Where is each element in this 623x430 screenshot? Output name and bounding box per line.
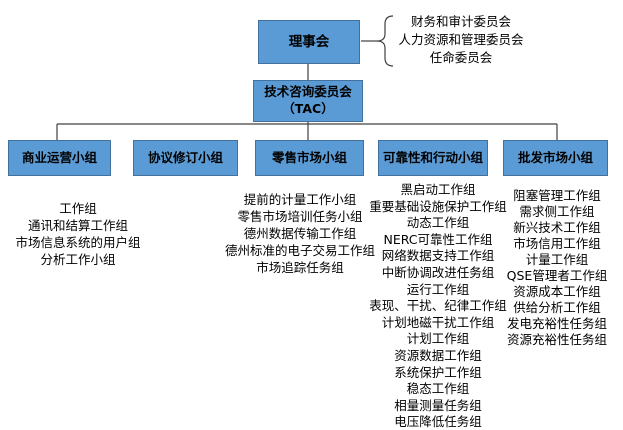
- work-group-item: 发电充裕性任务组: [506, 316, 607, 331]
- work-group-item: 德州标准的电子交易工作组: [224, 243, 375, 258]
- work-group-item: 工作组: [59, 201, 97, 216]
- work-group-item: 通讯和结算工作组: [27, 218, 128, 233]
- retail-market-workgroups: 提前的计量工作小组零售市场培训任务小组德州数据传输工作组德州标准的电子交易工作组…: [220, 191, 380, 276]
- work-group-item: 资源成本工作组: [513, 284, 601, 299]
- work-group-item: 计划工作组: [406, 331, 470, 347]
- work-group-item: 零售市场培训任务小组: [237, 209, 363, 224]
- work-group-item: 提前的计量工作小组: [243, 192, 357, 207]
- work-group-item: 计量工作组: [525, 252, 589, 267]
- work-group-item: 资源数据工作组: [394, 347, 482, 363]
- commercial-operations-workgroups: 工作组通讯和结算工作组市场信息系统的用户组分析工作小组: [0, 200, 156, 268]
- work-group-item: 供给分析工作组: [513, 300, 601, 315]
- work-group-item: NERC可靠性工作组: [383, 231, 493, 247]
- node-label: 协议修订小组: [147, 149, 223, 165]
- work-group-item: 需求侧工作组: [519, 204, 595, 219]
- node-tac-line2: （TAC）: [282, 101, 334, 116]
- work-group-item: 市场信息系统的用户组: [15, 235, 141, 250]
- work-group-item: 资源充裕性任务组: [506, 332, 607, 347]
- work-group-item: 德州数据传输工作组: [243, 226, 357, 241]
- node-label: 批发市场小组: [517, 149, 593, 165]
- work-group-item: 阻塞管理工作组: [513, 188, 601, 203]
- work-group-item: 中断协调改进任务组: [381, 264, 495, 280]
- work-group-item: 计划地磁干扰工作组: [381, 314, 495, 330]
- node-commercial-operations: 商业运营小组: [8, 140, 111, 176]
- board-committee-list: 财务和审计委员会人力资源和管理委员会任命委员会: [395, 13, 527, 67]
- work-group-item: QSE管理者工作组: [506, 268, 608, 283]
- node-tac-line1: 技术咨询委员会: [264, 84, 352, 100]
- work-group-item: 黑启动工作组: [400, 182, 476, 197]
- work-group-item: 相量测量任务组: [394, 397, 482, 413]
- work-group-item: 市场信用工作组: [513, 236, 601, 251]
- work-group-item: 动态工作组: [406, 215, 470, 231]
- board-committee-item: 任命委员会: [429, 50, 493, 65]
- work-group-item: 系统保护工作组: [394, 364, 482, 380]
- node-board-label: 理事会: [288, 33, 330, 50]
- node-wholesale-market: 批发市场小组: [503, 140, 608, 176]
- work-group-item: 市场追踪任务组: [256, 260, 344, 275]
- node-label: 可靠性和行动小组: [382, 149, 483, 165]
- node-tac: 技术咨询委员会 （TAC）: [253, 80, 363, 122]
- node-label: 商业运营小组: [21, 149, 97, 165]
- work-group-item: 电压降低任务组: [394, 414, 482, 430]
- work-group-item: 重要基础设施保护工作组: [369, 198, 507, 214]
- node-label: 零售市场小组: [271, 149, 347, 165]
- node-retail-market: 零售市场小组: [255, 140, 364, 176]
- work-group-item: 网络数据支持工作组: [381, 248, 495, 264]
- node-reliability-operations: 可靠性和行动小组: [378, 140, 488, 176]
- work-group-item: 运行工作组: [406, 281, 470, 297]
- brace-icon: [376, 15, 394, 67]
- board-committee-item: 人力资源和管理委员会: [398, 32, 524, 47]
- board-committee-item: 财务和审计委员会: [410, 14, 511, 29]
- work-group-item: 表现、干扰、纪律工作组: [369, 298, 507, 314]
- work-group-item: 新兴技术工作组: [513, 220, 601, 235]
- work-group-item: 分析工作小组: [40, 252, 116, 267]
- node-protocol-revision: 协议修订小组: [133, 140, 238, 176]
- work-group-item: 稳态工作组: [406, 381, 470, 397]
- node-board: 理事会: [258, 20, 360, 64]
